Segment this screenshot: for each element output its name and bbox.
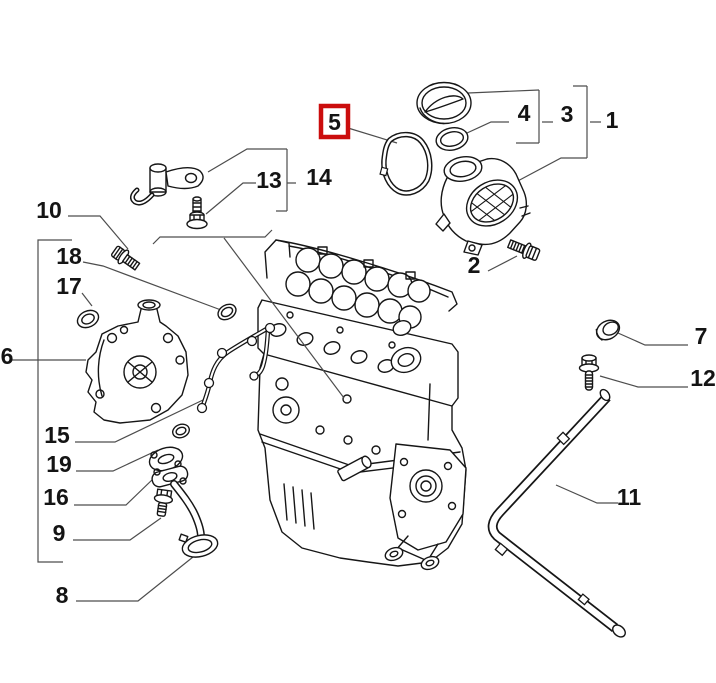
- callout-10[interactable]: 10: [36, 197, 62, 223]
- callout-18[interactable]: 18: [56, 243, 82, 269]
- part-19-oring-illustration: [172, 423, 190, 439]
- leader-12: [599, 375, 688, 388]
- leader-18: [82, 261, 222, 311]
- part-2-bolt-illustration: [507, 239, 541, 261]
- leader-16: [74, 477, 155, 506]
- bracket-3-1: [513, 85, 601, 184]
- leader-9: [73, 517, 162, 541]
- part-1-housing-illustration: [435, 156, 531, 256]
- callout-19[interactable]: 19: [46, 451, 72, 477]
- part-15-gasket-illustration: [196, 322, 276, 414]
- leader-2: [487, 255, 518, 272]
- leader-19: [76, 449, 159, 472]
- callout-7[interactable]: 7: [695, 323, 708, 349]
- bracket-left-group: [37, 239, 72, 563]
- part-3-cap-illustration: [416, 81, 472, 125]
- bracket-4: [516, 90, 553, 144]
- leader-seal-4: [466, 121, 509, 134]
- part-9-bolt-illustration: [153, 488, 174, 517]
- bracket-14-group: [152, 229, 273, 245]
- part-14-bracket-illustration: [129, 163, 204, 206]
- part-18-oring-illustration: [217, 303, 237, 321]
- part-7-plug-illustration: [595, 319, 621, 341]
- callout-5-highlighted[interactable]: 5: [318, 103, 351, 140]
- part-8-pickup-tube-illustration: [151, 465, 219, 558]
- callout-15[interactable]: 15: [44, 422, 70, 448]
- leader-15: [75, 399, 204, 443]
- part-11-pipe-illustration: [487, 388, 626, 638]
- part-16-gasket-illustration: [148, 446, 184, 472]
- part-13-bolt-illustration: [186, 196, 208, 230]
- callout-9[interactable]: 9: [53, 520, 66, 546]
- leader-7: [617, 332, 688, 346]
- leader-13: [205, 182, 256, 215]
- callout-14[interactable]: 14: [306, 164, 332, 190]
- leader-8: [76, 556, 194, 602]
- part-6-cover-illustration: [85, 299, 189, 424]
- callout-6[interactable]: 6: [1, 343, 14, 369]
- callout-8[interactable]: 8: [56, 582, 69, 608]
- callout-labels: 1 2 3 4 5 6 7 8 9 10 11 12 13 14 15 16 1…: [1, 100, 716, 608]
- leader-lines: [12, 85, 688, 602]
- part-4-seal-illustration: [435, 127, 469, 151]
- callout-1[interactable]: 1: [606, 107, 619, 133]
- part-12-bolt-illustration: [578, 354, 600, 391]
- callout-3[interactable]: 3: [561, 101, 574, 127]
- part-17-seal-illustration: [76, 309, 100, 329]
- leader-cap-3: [467, 89, 540, 94]
- leader-14-to-engine: [223, 237, 345, 399]
- callout-2[interactable]: 2: [468, 252, 481, 278]
- callout-5-highlight-box: [318, 103, 351, 140]
- leader-10: [68, 215, 129, 250]
- leader-14-hook: [207, 148, 287, 173]
- callout-12[interactable]: 12: [690, 365, 716, 391]
- callout-5[interactable]: 5: [328, 109, 341, 135]
- leader-11: [555, 484, 618, 504]
- callout-17[interactable]: 17: [56, 273, 82, 299]
- part-10-bolt-illustration: [110, 245, 141, 271]
- callout-16[interactable]: 16: [43, 484, 69, 510]
- part-5-gasket-illustration: [379, 131, 433, 196]
- engine-assembly-illustration: [257, 239, 467, 571]
- callout-4[interactable]: 4: [518, 100, 531, 126]
- callout-11[interactable]: 11: [617, 484, 642, 510]
- bracket-14: [276, 149, 296, 212]
- callout-13[interactable]: 13: [256, 167, 282, 193]
- leader-17: [81, 292, 93, 307]
